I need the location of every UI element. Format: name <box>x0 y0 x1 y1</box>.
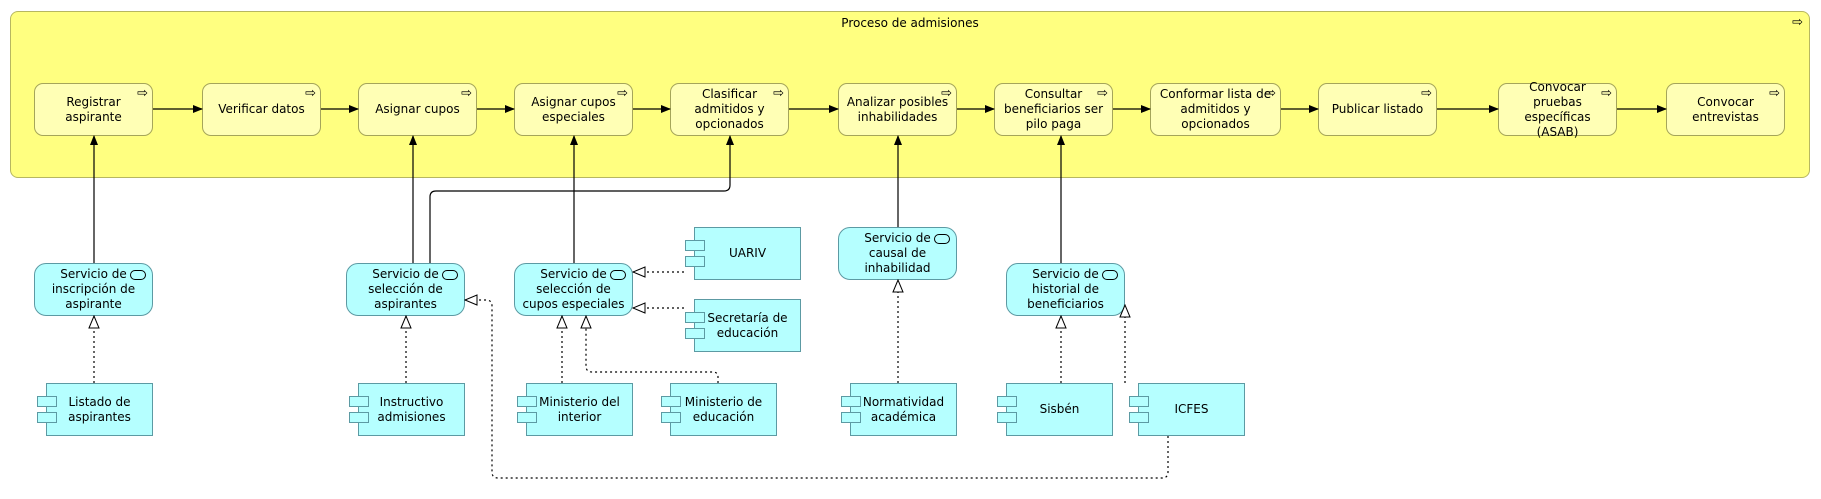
process-arrow-icon: ⇨ <box>1097 86 1108 101</box>
component-label: Listado de aspirantes <box>68 394 131 424</box>
component-icon <box>349 396 369 407</box>
process-label: Asignar cupos <box>375 102 460 116</box>
service-seleccion-cupos-especiales[interactable]: Servicio de selección de cupos especiale… <box>514 263 633 316</box>
process-analizar-inhabilidades[interactable]: ⇨ Analizar posibles inhabilidades <box>838 83 957 136</box>
realize-c4-s3 <box>586 316 719 383</box>
component-icon <box>997 412 1017 423</box>
component-icon <box>661 412 681 423</box>
process-convocar-pruebas[interactable]: ⇨ Convocar pruebas específicas (ASAB) <box>1498 80 1617 139</box>
process-asignar-cupos-especiales[interactable]: ⇨ Asignar cupos especiales <box>514 83 633 136</box>
component-icon <box>841 396 861 407</box>
process-asignar-cupos[interactable]: ⇨ Asignar cupos <box>358 83 477 136</box>
component-icfes[interactable]: ICFES <box>1129 383 1245 436</box>
component-label: Instructivo admisiones <box>377 394 446 424</box>
process-arrow-icon: ⇨ <box>773 86 784 101</box>
component-icon <box>1129 412 1149 423</box>
process-label: Convocar entrevistas <box>1692 94 1759 124</box>
service-inscripcion-aspirante[interactable]: Servicio de inscripción de aspirante <box>34 263 153 316</box>
component-icon <box>349 412 369 423</box>
service-label: Servicio de selección de aspirantes <box>368 267 443 311</box>
service-pill-icon <box>934 234 950 244</box>
process-label: Consultar beneficiarios ser pilo paga <box>1003 87 1104 131</box>
component-sisben[interactable]: Sisbén <box>997 383 1113 436</box>
serve-s2-p5 <box>429 135 734 263</box>
service-label: Servicio de historial de beneficiarios <box>1027 267 1104 311</box>
process-publicar-listado[interactable]: ⇨ Publicar listado <box>1318 83 1437 136</box>
component-icon <box>1129 396 1149 407</box>
service-label: Servicio de inscripción de aspirante <box>51 267 136 311</box>
realize-c9-s2 <box>465 300 1169 479</box>
service-label: Servicio de causal de inhabilidad <box>864 231 931 275</box>
component-label: ICFES <box>1174 402 1209 416</box>
process-verificar-datos[interactable]: ⇨ Verificar datos <box>202 83 321 136</box>
component-icon <box>517 396 537 407</box>
process-label: Clasificar admitidos y opcionados <box>694 87 765 131</box>
process-label: Verificar datos <box>218 102 305 116</box>
service-pill-icon <box>1102 270 1118 280</box>
process-label: Asignar cupos especiales <box>531 94 616 124</box>
process-label: Registrar aspirante <box>65 94 122 124</box>
component-icon <box>685 240 705 251</box>
service-label: Servicio de selección de cupos especiale… <box>522 267 625 311</box>
service-seleccion-aspirantes[interactable]: Servicio de selección de aspirantes <box>346 263 465 316</box>
process-arrow-icon: ⇨ <box>305 86 316 101</box>
component-label: Secretaría de educación <box>707 310 788 340</box>
service-pill-icon <box>442 270 458 280</box>
process-convocar-entrevistas[interactable]: ⇨ Convocar entrevistas <box>1666 83 1785 136</box>
process-arrow-icon: ⇨ <box>461 86 472 101</box>
process-label: Publicar listado <box>1331 102 1424 116</box>
component-label: Ministerio de educación <box>684 394 763 424</box>
process-label: Conformar lista de admitidos y opcionado… <box>1159 87 1272 131</box>
component-icon <box>685 328 705 339</box>
component-icon <box>685 256 705 267</box>
component-uariv[interactable]: UARIV <box>685 227 801 280</box>
component-label: Ministerio del interior <box>539 394 620 424</box>
process-arrow-icon: ⇨ <box>137 86 148 101</box>
component-icon <box>997 396 1017 407</box>
component-label: Normatividad académica <box>862 394 945 424</box>
group-title: Proceso de admisiones <box>841 16 979 30</box>
process-arrow-icon: ⇨ <box>1265 86 1276 101</box>
component-icon <box>841 412 861 423</box>
component-ministerio-educacion[interactable]: Ministerio de educación <box>661 383 777 436</box>
component-instructivo-admisiones[interactable]: Instructivo admisiones <box>349 383 465 436</box>
component-label: Sisbén <box>1039 402 1080 416</box>
component-label: UARIV <box>728 246 767 260</box>
process-arrow-icon: ⇨ <box>1769 86 1780 101</box>
service-historial-beneficiarios[interactable]: Servicio de historial de beneficiarios <box>1006 263 1125 316</box>
process-arrow-icon: ⇨ <box>1601 86 1612 101</box>
process-label: Analizar posibles inhabilidades <box>846 94 949 124</box>
process-consultar-beneficiarios[interactable]: ⇨ Consultar beneficiarios ser pilo paga <box>994 83 1113 136</box>
process-arrow-icon: ⇨ <box>941 86 952 101</box>
service-pill-icon <box>130 270 146 280</box>
process-label: Convocar pruebas específicas (ASAB) <box>1524 79 1591 139</box>
service-causal-inhabilidad[interactable]: Servicio de causal de inhabilidad <box>838 227 957 280</box>
process-arrow-icon: ⇨ <box>1421 86 1432 101</box>
component-normatividad-academica[interactable]: Normatividad académica <box>841 383 957 436</box>
service-pill-icon <box>610 270 626 280</box>
component-ministerio-interior[interactable]: Ministerio del interior <box>517 383 633 436</box>
component-icon <box>661 396 681 407</box>
component-icon <box>37 412 57 423</box>
process-conformar-lista[interactable]: ⇨ Conformar lista de admitidos y opciona… <box>1150 83 1281 136</box>
process-arrow-icon: ⇨ <box>617 86 628 101</box>
process-arrow-icon: ⇨ <box>1792 15 1803 30</box>
component-listado-aspirantes[interactable]: Listado de aspirantes <box>37 383 153 436</box>
component-secretaria-educacion[interactable]: Secretaría de educación <box>685 299 801 352</box>
component-icon <box>517 412 537 423</box>
component-icon <box>685 312 705 323</box>
component-icon <box>37 396 57 407</box>
